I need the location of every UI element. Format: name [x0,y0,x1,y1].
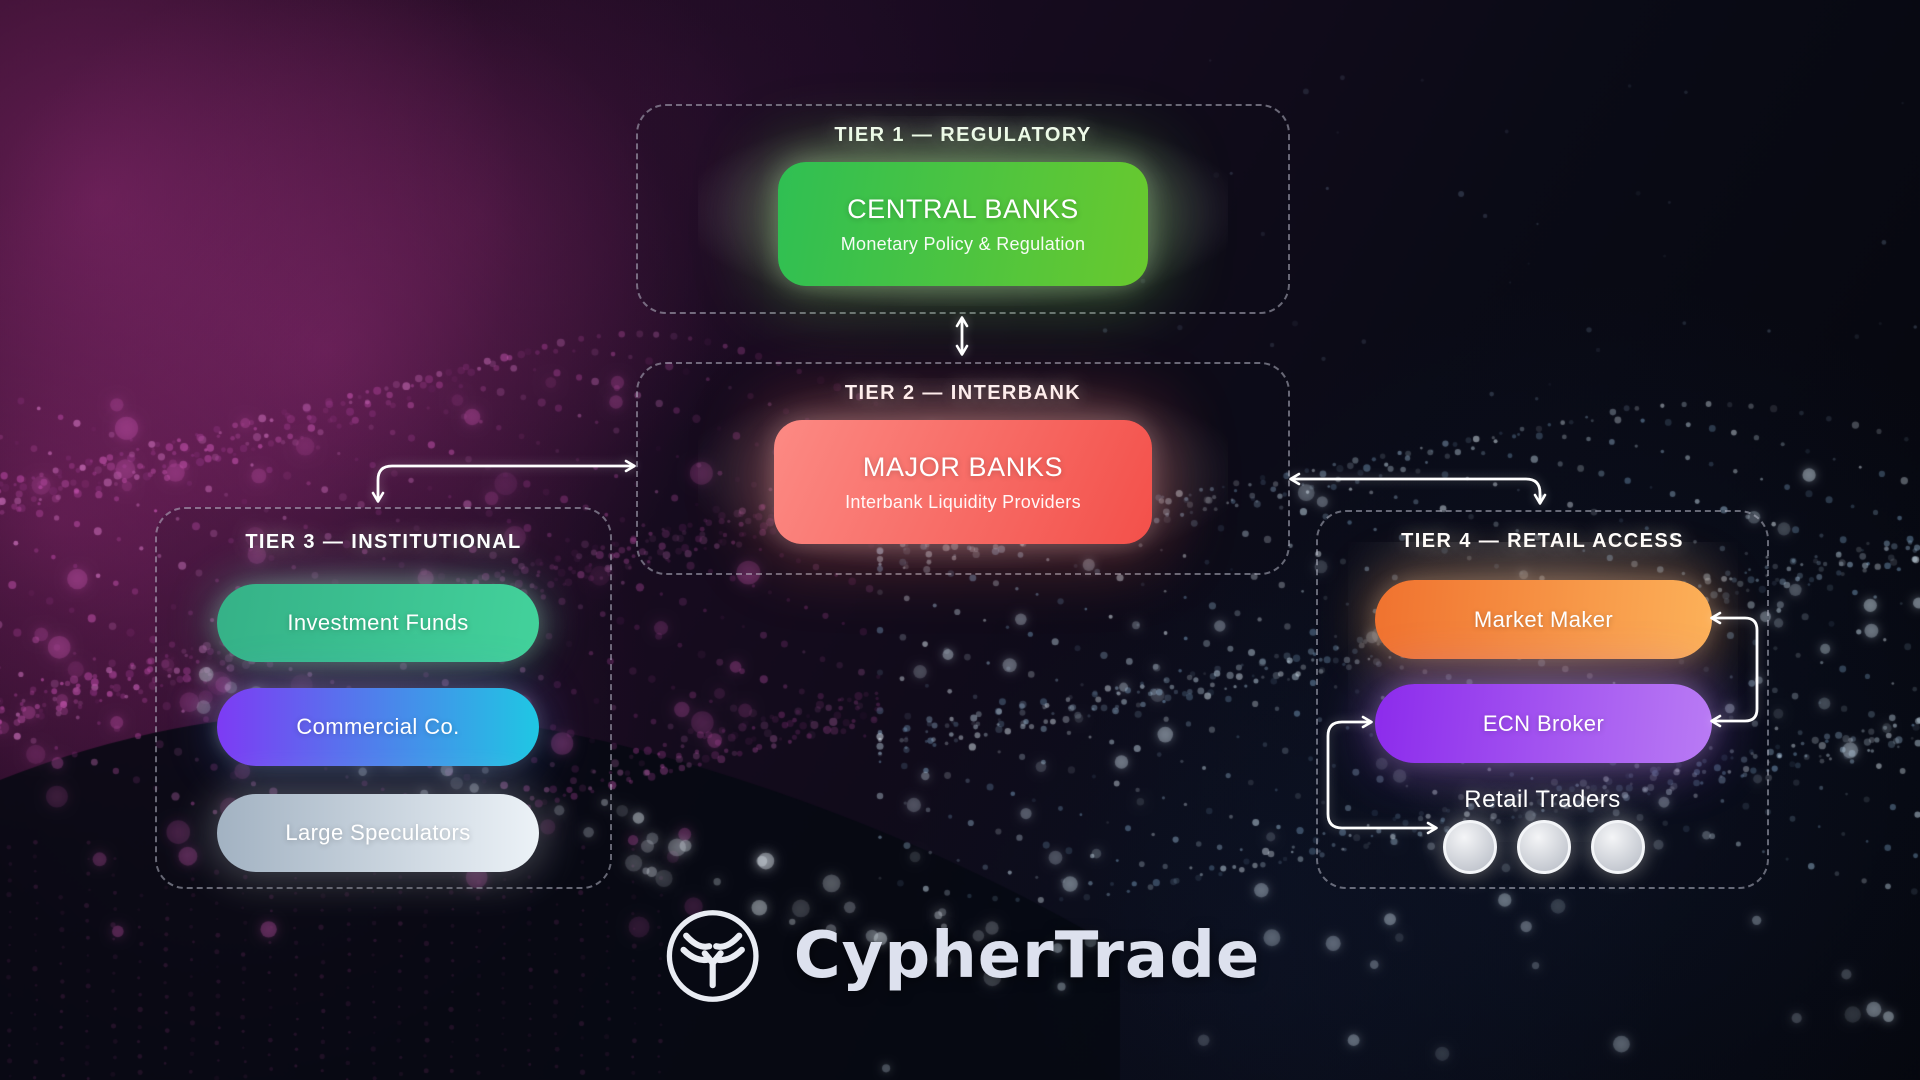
tier4-panel: TIER 4 — RETAIL ACCESS Market Maker ECN … [1316,510,1769,889]
investment-funds-node: Investment Funds [217,584,539,662]
central-banks-title: CENTRAL BANKS [847,193,1079,224]
tier2-panel: TIER 2 — INTERBANK MAJOR BANKS Interbank… [636,362,1290,575]
tier4-title: TIER 4 — RETAIL ACCESS [1401,530,1684,552]
brand-logo: CypherTrade [660,903,1261,1009]
major-banks-title: MAJOR BANKS [862,451,1064,482]
tier3-title: TIER 3 — INSTITUTIONAL [245,531,522,553]
market-maker-node: Market Maker [1375,580,1712,659]
commercial-companies-node: Commercial Co. [217,688,539,766]
ecn-broker-node: ECN Broker [1375,684,1712,763]
retail-traders-label: Retail Traders [1464,786,1621,813]
tier1-panel: TIER 1 — REGULATORY CENTRAL BANKS Moneta… [636,104,1290,314]
retail-trader-circle [1591,820,1645,874]
bull-emblem-icon [666,910,759,1002]
brand-wordmark: CypherTrade [793,919,1261,993]
central-banks-node: CENTRAL BANKS Monetary Policy & Regulati… [778,162,1148,286]
large-speculators-node: Large Speculators [217,794,539,872]
retail-trader-circle [1443,820,1497,874]
major-banks-node: MAJOR BANKS Interbank Liquidity Provider… [774,420,1152,544]
tier1-title: TIER 1 — REGULATORY [834,124,1092,146]
central-banks-subtitle: Monetary Policy & Regulation [840,233,1086,254]
tier2-title: TIER 2 — INTERBANK [844,382,1082,404]
major-banks-subtitle: Interbank Liquidity Providers [845,491,1081,512]
tier3-panel: TIER 3 — INSTITUTIONAL Investment Funds … [155,507,612,889]
retail-trader-circle [1517,820,1571,874]
